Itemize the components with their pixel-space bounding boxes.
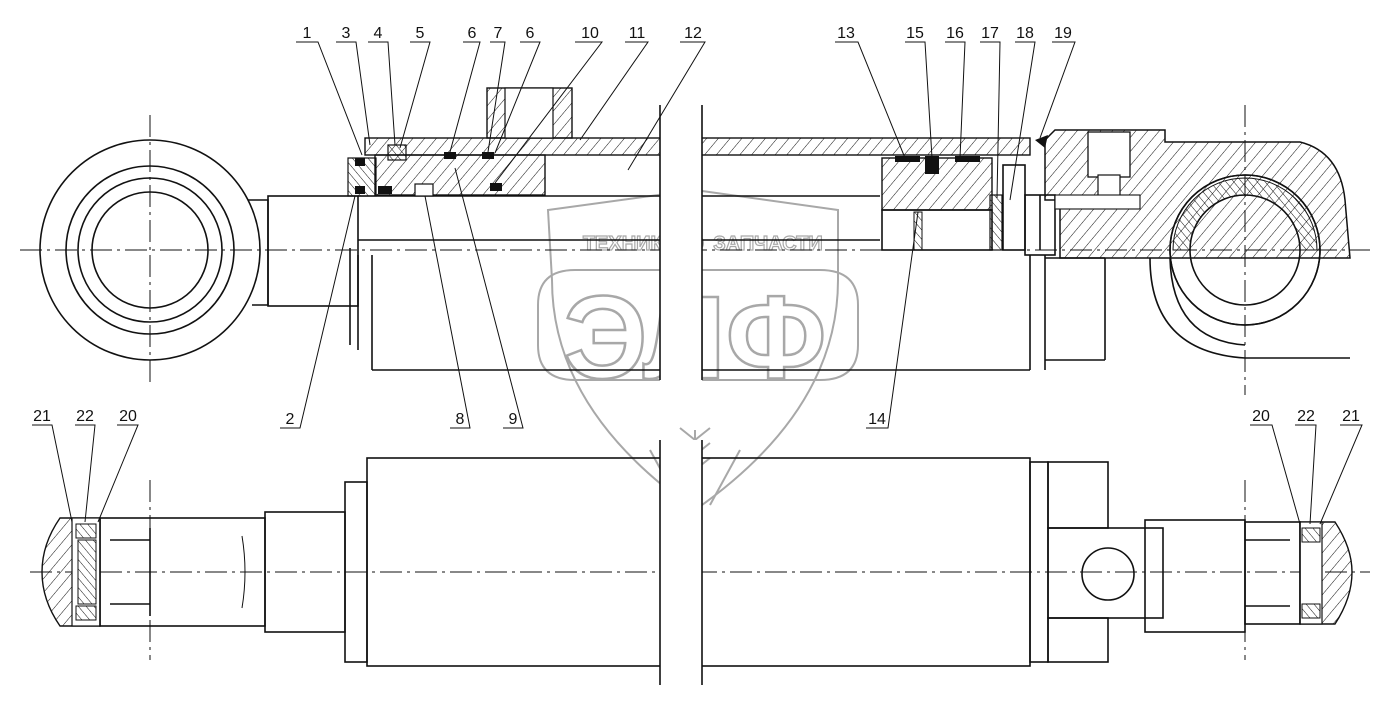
watermark-tagline-right: ЗАПЧАСТИ bbox=[713, 233, 823, 255]
callout-label-13: 13 bbox=[837, 25, 855, 42]
gland-head bbox=[347, 144, 546, 197]
cylinder-body bbox=[349, 248, 1106, 371]
callout-label-2: 2 bbox=[286, 411, 295, 428]
callout-label-8: 8 bbox=[456, 411, 465, 428]
rod-nut bbox=[1002, 164, 1056, 256]
callout-label-20: 20 bbox=[1252, 408, 1270, 425]
callout-label-3: 3 bbox=[342, 25, 351, 42]
port-fitting bbox=[486, 87, 573, 139]
barrel-wall bbox=[364, 105, 1031, 382]
callout-label-20: 20 bbox=[119, 408, 137, 425]
cylinder-bottom bbox=[1035, 129, 1351, 359]
clevis-exterior bbox=[1047, 519, 1353, 633]
callout-label-12: 12 bbox=[684, 25, 702, 42]
callout-label-1: 1 bbox=[303, 25, 312, 42]
callout-label-7: 7 bbox=[494, 25, 503, 42]
callout-label-15: 15 bbox=[906, 25, 924, 42]
callout-label-18: 18 bbox=[1016, 25, 1034, 42]
callout-label-5: 5 bbox=[416, 25, 425, 42]
callout-leaders bbox=[32, 41, 1363, 525]
callout-label-10: 10 bbox=[581, 25, 599, 42]
rod-end-left bbox=[41, 511, 346, 633]
callout-label-14: 14 bbox=[868, 411, 886, 428]
callout-label-17: 17 bbox=[981, 25, 999, 42]
piston-rod bbox=[267, 195, 880, 307]
sectional-view bbox=[20, 87, 1370, 395]
exterior-view bbox=[30, 440, 1370, 685]
callout-label-4: 4 bbox=[374, 25, 383, 42]
callout-label-19: 19 bbox=[1054, 25, 1072, 42]
piston bbox=[881, 156, 1003, 251]
callout-label-9: 9 bbox=[509, 411, 518, 428]
callout-label-16: 16 bbox=[946, 25, 964, 42]
callout-label-11: 11 bbox=[629, 25, 646, 42]
callout-label-22: 22 bbox=[1297, 408, 1315, 425]
callout-label-22: 22 bbox=[76, 408, 94, 425]
callout-label-21: 21 bbox=[33, 408, 51, 425]
callout-label-6: 6 bbox=[468, 25, 477, 42]
callout-label-6: 6 bbox=[526, 25, 535, 42]
callout-label-21: 21 bbox=[1342, 408, 1360, 425]
